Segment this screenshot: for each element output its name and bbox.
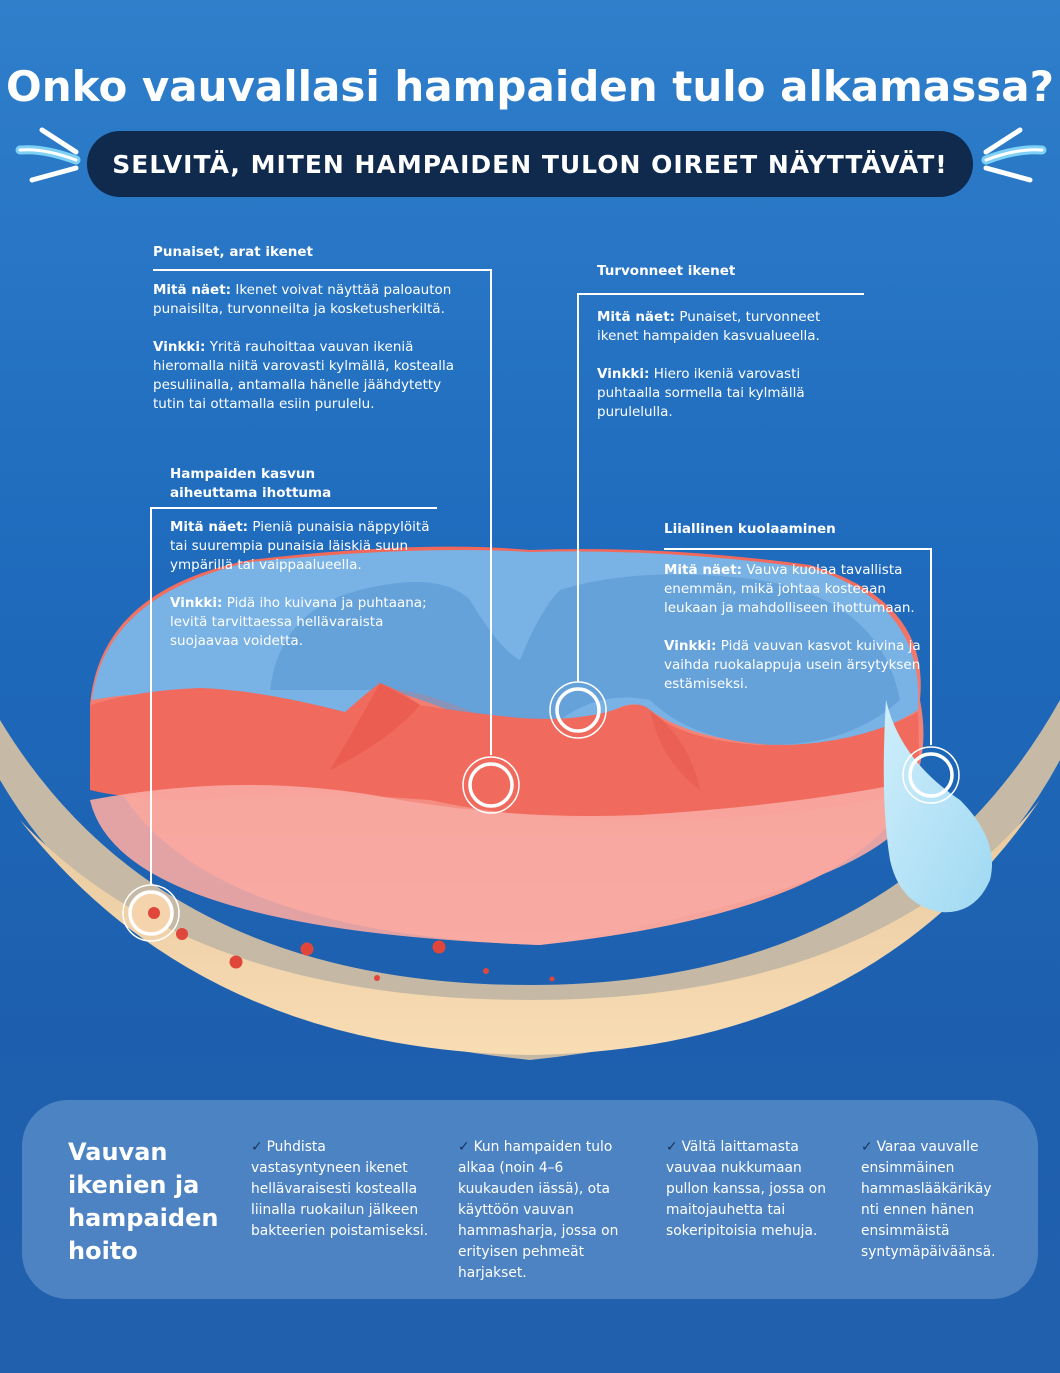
care-item-text: Vältä laittamasta vauvaa nukkumaan pullo… (666, 1139, 826, 1239)
drool-drop (883, 700, 992, 913)
subtitle-text: SELVITÄ, MITEN HAMPAIDEN TULON OIREET NÄ… (112, 149, 948, 179)
callout-lines (150, 269, 932, 885)
callout-rash: Hampaiden kasvun aiheuttama ihottuma Mit… (170, 465, 435, 670)
see-text: Pieniä punaisia näppylöitä tai suurempia… (170, 519, 430, 573)
rash-dot (176, 928, 188, 940)
see-text: Ikenet voivat näyttää paloauton punaisil… (153, 282, 452, 317)
callout-title: Turvonneet ikenet (597, 263, 736, 279)
tip-label: Vinkki: (170, 595, 223, 611)
care-title: Vauvan ikenien ja hampaiden hoito (68, 1138, 219, 1265)
see-label: Mitä näet: (597, 309, 676, 325)
care-item: ✓Kun hampaiden tulo alkaa (noin 4–6 kuuk… (458, 1137, 643, 1284)
care-item: ✓Varaa vauvalle ensimmäinen hammaslääkär… (861, 1137, 1011, 1263)
see-label: Mitä näet: (664, 562, 743, 578)
tip-text: Hiero ikeniä varovasti puhtaalla sormell… (597, 366, 805, 420)
tip-label: Vinkki: (597, 366, 650, 382)
callout-title: Hampaiden kasvun aiheuttama ihottuma (170, 466, 332, 501)
checkmark-icon: ✓ (861, 1139, 873, 1155)
rash-dot (432, 940, 446, 954)
rash-dot (374, 975, 380, 981)
red-gums-line (153, 269, 492, 755)
see-text: Vauva kuolaa tavallista enemmän, mikä jo… (664, 562, 915, 616)
swollen-gums-line (577, 293, 864, 682)
rash-dot (229, 955, 243, 969)
checkmark-icon: ✓ (666, 1139, 678, 1155)
marker-red-gums (462, 756, 520, 814)
splash-left-icon (15, 127, 81, 183)
callout-title: Punaiset, arat ikenet (153, 244, 313, 260)
care-item: ✓Puhdista vastasyntyneen ikenet hellävar… (251, 1137, 431, 1242)
marker-swollen-gums (549, 681, 607, 739)
callout-drooling: Liiallinen kuolaaminen Mitä näet: Vauva … (664, 520, 924, 713)
tip-label: Vinkki: (153, 339, 206, 355)
callout-swollen-gums: Turvonneet ikenet Mitä näet: Punaiset, t… (597, 262, 862, 441)
callout-red-gums: Punaiset, arat ikenet Mitä näet: Ikenet … (153, 243, 473, 433)
rash-dot (549, 976, 555, 982)
page-title: Onko vauvallasi hampaiden tulo alkamassa… (6, 62, 1054, 111)
subtitle-banner: SELVITÄ, MITEN HAMPAIDEN TULON OIREET NÄ… (87, 131, 973, 197)
callout-title: Liiallinen kuolaaminen (664, 521, 836, 537)
marker-drooling (902, 746, 960, 804)
marker-rash (122, 884, 180, 942)
tip-text: Pidä vauvan kasvot kuivina ja vaihda ruo… (664, 638, 921, 692)
tip-text: Pidä iho kuivana ja puhtaana; levitä tar… (170, 595, 427, 649)
care-panel (22, 1100, 1038, 1299)
care-item-text: Kun hampaiden tulo alkaa (noin 4–6 kuuka… (458, 1139, 619, 1281)
rash-dot (483, 968, 489, 974)
see-label: Mitä näet: (153, 282, 232, 298)
care-item: ✓Vältä laittamasta vauvaa nukkumaan pull… (666, 1137, 836, 1242)
checkmark-icon: ✓ (251, 1139, 263, 1155)
rash-dot (300, 942, 314, 956)
care-item-text: Varaa vauvalle ensimmäinen hammaslääkäri… (861, 1139, 996, 1260)
see-text: Punaiset, turvonneet ikenet hampaiden ka… (597, 309, 821, 344)
rash-line (150, 507, 437, 885)
see-label: Mitä näet: (170, 519, 249, 535)
tip-label: Vinkki: (664, 638, 717, 654)
tip-text: Yritä rauhoittaa vauvan ikeniä hieromall… (153, 339, 455, 412)
care-item-text: Puhdista vastasyntyneen ikenet hellävara… (251, 1139, 429, 1239)
checkmark-icon: ✓ (458, 1139, 470, 1155)
splash-right-icon (981, 127, 1047, 183)
drooling-line (664, 548, 932, 745)
